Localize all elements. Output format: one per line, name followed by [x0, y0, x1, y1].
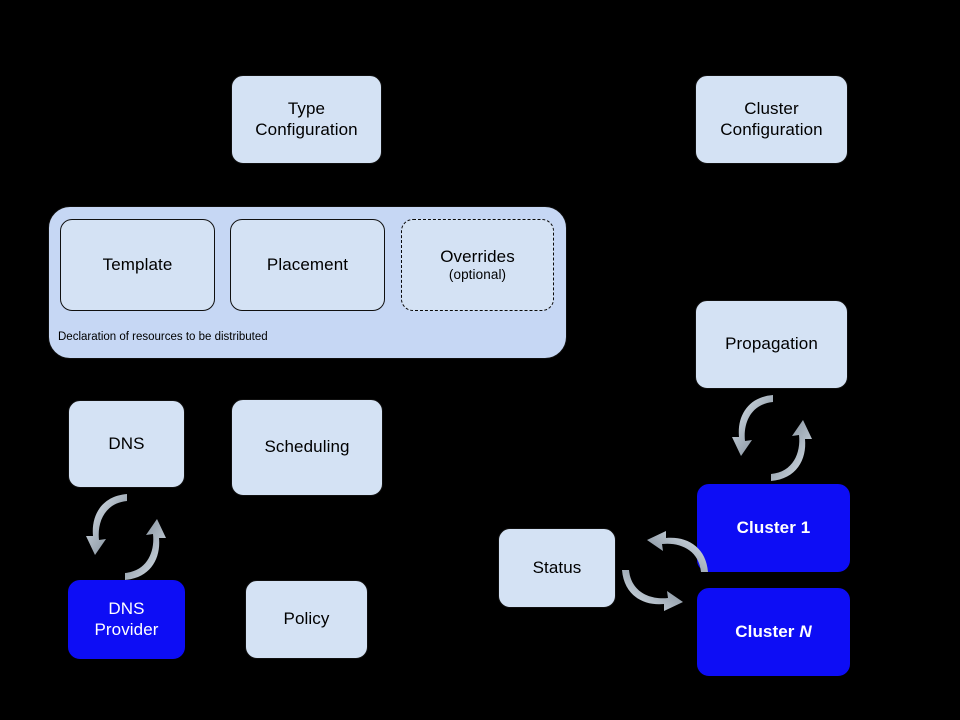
group-caption: Declaration of resources to be distribut… [58, 331, 268, 343]
sync-arrow-right [125, 519, 166, 580]
sync-arrow-right [647, 531, 708, 572]
node-cluster-n[interactable]: Cluster N [697, 588, 850, 676]
node-label: Scheduling [264, 437, 350, 457]
sync-propagation-icon [732, 395, 812, 481]
sync-dns-icon [86, 494, 166, 580]
node-label-line2: Provider [94, 619, 159, 639]
node-label: DNS [108, 599, 145, 619]
sync-arrow-right [771, 420, 812, 481]
node-cluster-configuration[interactable]: Cluster Configuration [695, 75, 848, 164]
node-label-italic: N [799, 621, 812, 641]
node-cluster-1[interactable]: Cluster 1 [697, 484, 850, 572]
node-label: Cluster [735, 621, 800, 641]
node-policy[interactable]: Policy [245, 580, 368, 659]
sync-arrow-left [732, 395, 773, 456]
node-label: Type [287, 99, 326, 119]
sync-arrow-left [622, 570, 683, 611]
node-label: Status [532, 557, 582, 577]
node-label: Policy [283, 609, 330, 629]
node-type-configuration[interactable]: Type Configuration [231, 75, 382, 164]
node-label: Cluster [744, 99, 799, 119]
node-label: Overrides [440, 247, 515, 267]
node-label: Template [102, 254, 173, 274]
node-label-line2: Configuration [720, 119, 823, 139]
node-label: Cluster 1 [736, 517, 811, 537]
node-label: DNS [108, 433, 145, 453]
group-item-placement[interactable]: Placement [230, 219, 385, 311]
node-dns-provider[interactable]: DNS Provider [68, 580, 185, 659]
node-propagation[interactable]: Propagation [695, 300, 848, 389]
node-label: Propagation [725, 334, 818, 354]
sync-status-icon [622, 531, 708, 611]
node-label: Placement [266, 254, 349, 274]
sync-arrow-left [86, 494, 127, 555]
group-item-overrides[interactable]: Overrides (optional) [401, 219, 554, 311]
node-label-line2: Configuration [255, 119, 358, 139]
node-scheduling[interactable]: Scheduling [231, 399, 383, 496]
group-item-template[interactable]: Template [60, 219, 215, 311]
node-sublabel: (optional) [448, 267, 507, 283]
node-dns[interactable]: DNS [68, 400, 185, 488]
node-status[interactable]: Status [498, 528, 616, 608]
